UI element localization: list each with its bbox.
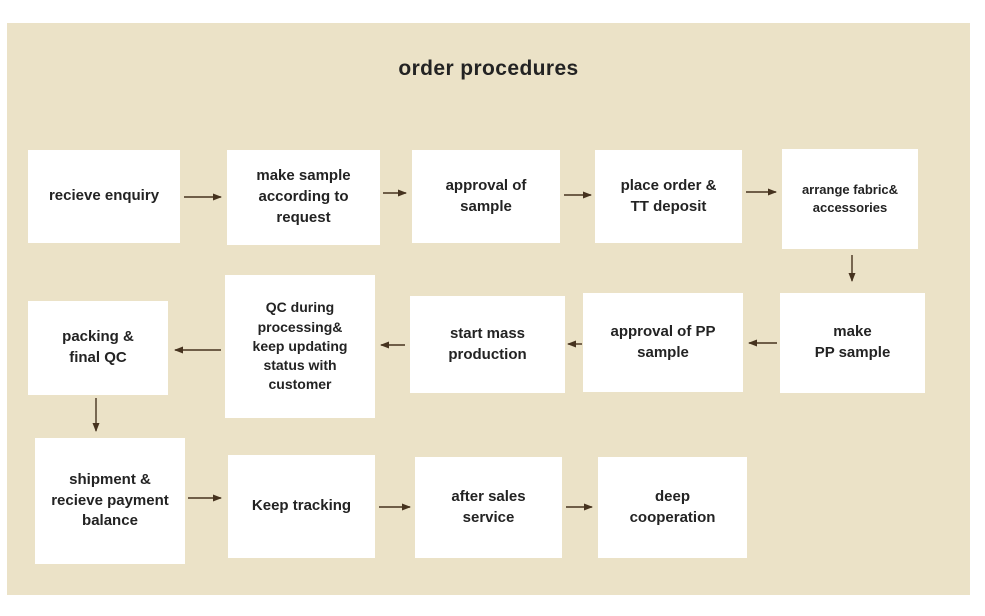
flow-step-receive-enquiry: recieve enquiry xyxy=(28,150,180,243)
diagram-title: order procedures xyxy=(398,57,579,80)
flow-step-label: make sample according to request xyxy=(256,167,351,226)
flow-step-label: approval of sample xyxy=(445,176,527,215)
flow-step-label: place order & TT deposit xyxy=(620,176,717,215)
flow-step-shipment-payment: shipment & recieve payment balance xyxy=(35,438,185,564)
flow-step-label: packing & final QC xyxy=(62,328,134,366)
flow-step-label: Keep tracking xyxy=(251,497,352,515)
flow-step-mass-production: start mass production xyxy=(410,296,565,393)
flow-step-arrange-fabric: arrange fabric& accessories xyxy=(782,149,918,249)
flow-step-label: start mass production xyxy=(448,324,527,363)
flow-step-label: after sales service xyxy=(451,487,526,526)
flow-step-label: recieve enquiry xyxy=(48,187,160,205)
flow-step-approval-sample: approval of sample xyxy=(412,150,560,243)
flow-step-label: QC during processing& keep updating stat… xyxy=(252,299,348,393)
flow-step-qc-processing: QC during processing& keep updating stat… xyxy=(225,275,375,418)
flow-step-packing-final-qc: packing & final QC xyxy=(28,301,168,395)
flow-step-make-pp-sample: make PP sample xyxy=(780,293,925,393)
flow-step-label: make PP sample xyxy=(814,323,891,361)
flow-step-keep-tracking: Keep tracking xyxy=(228,455,375,558)
flow-step-label: approval of PP sample xyxy=(610,322,716,361)
flow-step-label: arrange fabric& accessories xyxy=(801,182,899,215)
flow-step-deep-cooperation: deep cooperation xyxy=(598,457,747,558)
flow-step-after-sales: after sales service xyxy=(415,457,562,558)
flow-step-make-sample: make sample according to request xyxy=(227,150,380,245)
flow-step-place-order: place order & TT deposit xyxy=(595,150,742,243)
flow-step-label: shipment & recieve payment balance xyxy=(51,470,169,530)
flow-step-approval-pp: approval of PP sample xyxy=(583,293,743,392)
flow-step-label: deep cooperation xyxy=(629,487,716,526)
